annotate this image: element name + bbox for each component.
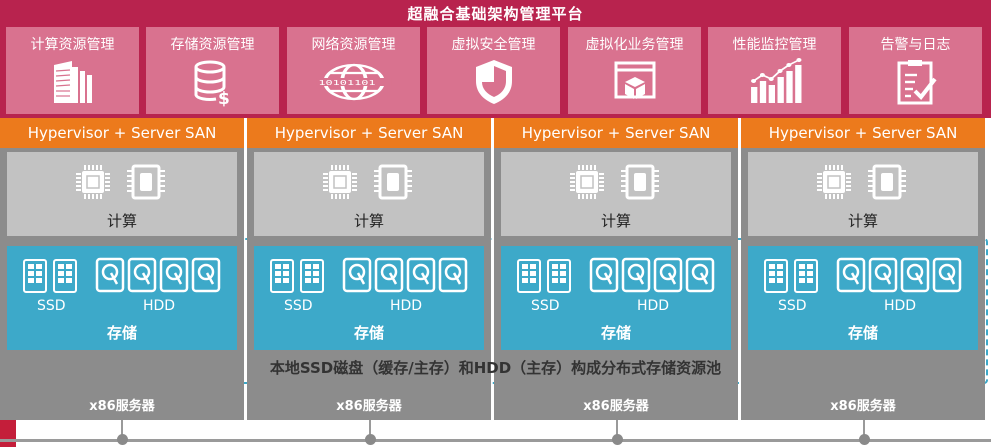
hdd-icon <box>95 257 221 293</box>
hypervisor-bar: Hypervisor + Server SAN <box>0 118 244 148</box>
server-rack-icon <box>54 61 92 103</box>
server-node-2: Hypervisor + Server SAN 计算 <box>247 118 491 420</box>
compute-box: 计算 <box>501 152 731 236</box>
memory-chip-icon <box>621 164 659 200</box>
hdd-label: HDD <box>884 298 917 314</box>
network-drop <box>369 420 371 440</box>
network-drop <box>616 420 618 440</box>
hdd-label: HDD <box>637 298 670 314</box>
compute-label: 计算 <box>106 212 137 230</box>
package-window-icon <box>614 61 656 99</box>
shield-icon <box>476 60 512 104</box>
compute-box: 计算 <box>7 152 237 236</box>
network-drop <box>121 420 123 440</box>
globe-network-icon: 10101101 <box>316 63 392 101</box>
storage-label: 存储 <box>353 324 384 342</box>
network-node-dot <box>365 434 376 445</box>
module-label: 网络资源管理 <box>311 37 396 53</box>
clipboard-checklist-icon <box>897 60 937 105</box>
network-node-dot <box>612 434 623 445</box>
ssd-label: SSD <box>778 298 807 314</box>
compute-label: 计算 <box>847 212 878 230</box>
server-node-1: Hypervisor + Server SAN 计算 <box>0 118 244 420</box>
ssd-icon <box>517 259 571 293</box>
module-label: 虚拟安全管理 <box>451 37 536 53</box>
ssd-icon <box>270 259 324 293</box>
network-node-dot <box>117 434 128 445</box>
network-accent <box>0 420 16 447</box>
server-node-3: Hypervisor + Server SAN 计算 <box>494 118 738 420</box>
network-line <box>0 439 991 442</box>
bar-chart-icon <box>751 58 802 103</box>
module-label: 性能监控管理 <box>732 37 817 53</box>
hdd-icon <box>589 257 715 293</box>
storage-box: SSD HDD 存储 <box>254 246 484 350</box>
ssd-label: SSD <box>284 298 313 314</box>
hdd-label: HDD <box>390 298 423 314</box>
x86-server-label: x86服务器 <box>830 399 896 414</box>
memory-chip-icon <box>374 164 412 200</box>
hdd-icon <box>836 257 962 293</box>
module-network-management: 网络资源管理 10101101 <box>287 27 420 114</box>
x86-server-label: x86服务器 <box>583 399 649 414</box>
x86-server-label: x86服务器 <box>336 399 402 414</box>
module-virtualization-management: 虚拟化业务管理 <box>568 27 701 114</box>
memory-chip-icon <box>868 164 906 200</box>
cpu-chip-icon <box>323 165 357 199</box>
network-bus <box>0 420 991 447</box>
storage-box: SSD HDD 存储 <box>501 246 731 350</box>
compute-box: 计算 <box>748 152 978 236</box>
storage-label: 存储 <box>847 324 878 342</box>
module-performance-monitoring: 性能监控管理 <box>708 27 841 114</box>
module-label: 告警与日志 <box>880 37 951 53</box>
compute-label: 计算 <box>353 212 384 230</box>
hypervisor-bar: Hypervisor + Server SAN <box>494 118 738 148</box>
hypervisor-bar: Hypervisor + Server SAN <box>247 118 491 148</box>
server-node-4: Hypervisor + Server SAN 计算 <box>741 118 985 420</box>
storage-box: SSD HDD 存储 <box>748 246 978 350</box>
network-node-dot <box>859 434 870 445</box>
storage-pool-label: 本地SSD磁盘（缓存/主存）和HDD（主存）构成分布式存储资源池 <box>269 359 722 377</box>
network-drop <box>863 420 865 440</box>
module-label: 存储资源管理 <box>170 37 255 53</box>
hdd-label: HDD <box>143 298 176 314</box>
module-label: 虚拟化业务管理 <box>585 37 684 53</box>
module-label: 计算资源管理 <box>30 37 115 53</box>
module-security-management: 虚拟安全管理 <box>427 27 560 114</box>
storage-box: SSD HDD 存储 <box>7 246 237 350</box>
ssd-label: SSD <box>531 298 560 314</box>
hypervisor-bar: Hypervisor + Server SAN <box>741 118 985 148</box>
module-compute-management: 计算资源管理 <box>6 27 139 114</box>
module-alarm-and-log: 告警与日志 <box>849 27 982 114</box>
compute-box: 计算 <box>254 152 484 236</box>
module-storage-management: 存储资源管理 $ <box>146 27 279 114</box>
ssd-icon <box>764 259 818 293</box>
x86-server-label: x86服务器 <box>89 399 155 414</box>
compute-label: 计算 <box>600 212 631 230</box>
cpu-chip-icon <box>76 165 110 199</box>
ssd-label: SSD <box>37 298 66 314</box>
svg-text:10101101: 10101101 <box>318 79 375 87</box>
database-icon: $ <box>194 60 230 107</box>
storage-label: 存储 <box>600 324 631 342</box>
management-platform: 超融合基础架构管理平台 计算资源管理 存储资源管理 <box>0 0 991 118</box>
ssd-icon <box>23 259 77 293</box>
svg-text:$: $ <box>218 89 230 107</box>
memory-chip-icon <box>127 164 165 200</box>
cpu-chip-icon <box>570 165 604 199</box>
cpu-chip-icon <box>817 165 851 199</box>
platform-title: 超融合基础架构管理平台 <box>407 5 584 23</box>
hdd-icon <box>342 257 468 293</box>
storage-label: 存储 <box>106 324 137 342</box>
